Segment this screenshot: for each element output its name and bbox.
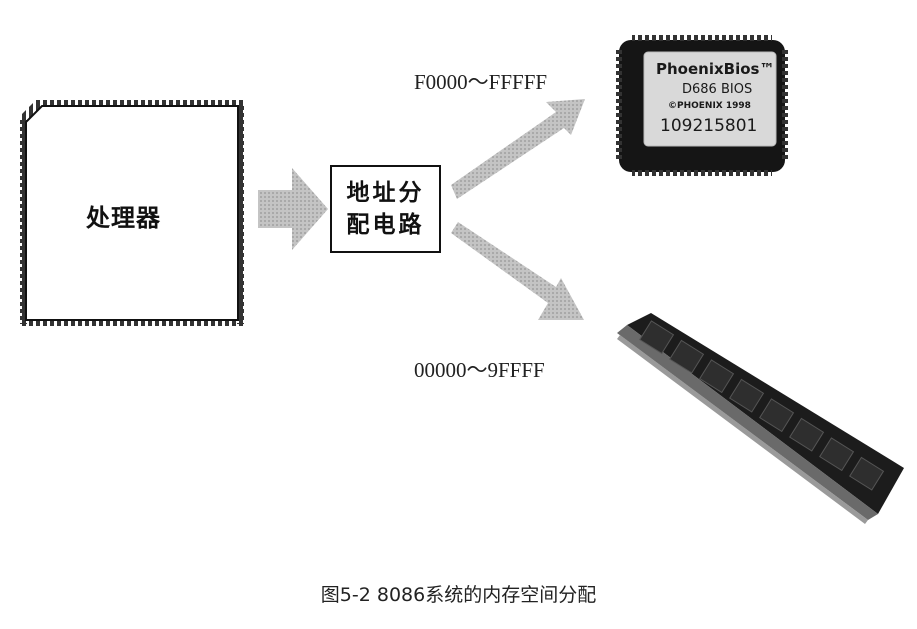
ram-chips bbox=[639, 320, 885, 491]
bios-serial: 109215801 bbox=[660, 116, 758, 136]
address-circuit-line2: 配电路 bbox=[346, 212, 425, 238]
arrow-circuit-to-bios bbox=[451, 99, 585, 199]
ram-chip bbox=[669, 339, 705, 374]
bios-copyright: ©PHOENIX 1998 bbox=[668, 101, 751, 111]
bios-model: D686 BIOS bbox=[682, 82, 753, 97]
bios-chip bbox=[616, 35, 788, 176]
address-allocation-circuit: 地址分 配电路 bbox=[330, 165, 441, 253]
ram-address-range: 00000～9FFFF bbox=[414, 358, 545, 382]
arrow-circuit-to-ram bbox=[451, 222, 584, 320]
ram-module bbox=[617, 313, 904, 524]
ram-chip bbox=[819, 437, 855, 472]
ram-chip bbox=[639, 320, 675, 355]
address-circuit-line1: 地址分 bbox=[346, 180, 425, 206]
processor-chip bbox=[20, 100, 244, 326]
processor-label: 处理器 bbox=[86, 204, 161, 232]
arrow-processor-to-circuit bbox=[258, 168, 328, 250]
ram-chip bbox=[729, 378, 765, 413]
ram-chip bbox=[849, 456, 885, 491]
figure-caption: 图5-2 8086系统的内存空间分配 bbox=[320, 584, 597, 606]
bios-brand: PhoenixBios™ bbox=[656, 60, 775, 78]
ram-chip bbox=[789, 417, 825, 452]
ram-chip bbox=[699, 359, 735, 394]
bios-address-range: F0000～FFFFF bbox=[414, 70, 548, 94]
ram-chip bbox=[759, 398, 795, 433]
